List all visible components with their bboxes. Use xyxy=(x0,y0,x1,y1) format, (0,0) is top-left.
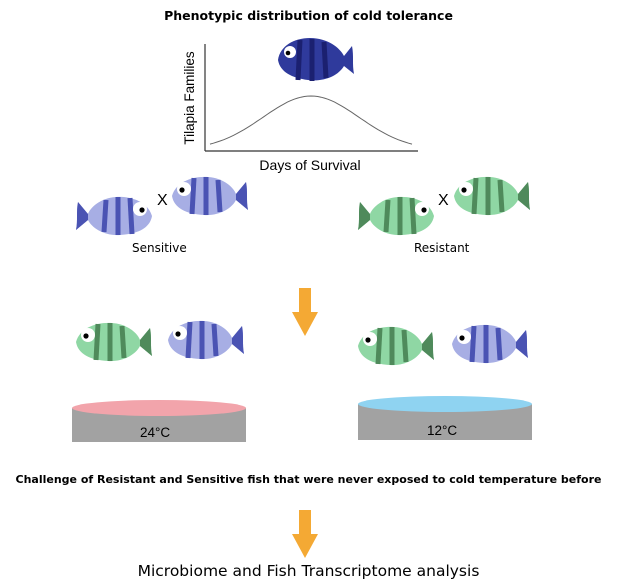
resistant-label: Resistant xyxy=(414,241,470,255)
cross-symbol-resistant: X xyxy=(438,192,449,209)
tank-24c xyxy=(72,400,246,442)
sensitive-fish-24c-icon xyxy=(168,320,244,360)
resistant-fish-left-icon xyxy=(358,196,434,236)
sensitive-fish-right-icon xyxy=(172,176,248,216)
tank-12c xyxy=(358,396,532,440)
cross-symbol-sensitive: X xyxy=(157,192,168,209)
y-axis-label: Tilapia Families xyxy=(182,51,197,145)
challenge-caption: Challenge of Resistant and Sensitive fis… xyxy=(15,473,602,486)
down-arrow-icon xyxy=(292,510,318,558)
resistant-fish-12c-icon xyxy=(358,326,434,366)
down-arrow-icon xyxy=(292,288,318,336)
analysis-caption: Microbiome and Fish Transcriptome analys… xyxy=(137,562,480,580)
sensitive-label: Sensitive xyxy=(132,241,187,255)
sensitive-fish-12c-icon xyxy=(452,324,528,364)
temperature-24c-label: 24°C xyxy=(140,425,171,440)
diagram-title: Phenotypic distribution of cold toleranc… xyxy=(164,8,453,23)
temperature-12c-label: 12°C xyxy=(427,423,458,438)
navy-fish-icon xyxy=(278,38,354,81)
sensitive-fish-left-icon xyxy=(76,196,152,236)
distribution-curve xyxy=(209,95,413,145)
resistant-fish-right-icon xyxy=(454,176,530,216)
chart-axes xyxy=(204,44,418,152)
resistant-fish-24c-icon xyxy=(76,322,152,362)
x-axis-label: Days of Survival xyxy=(259,157,361,173)
